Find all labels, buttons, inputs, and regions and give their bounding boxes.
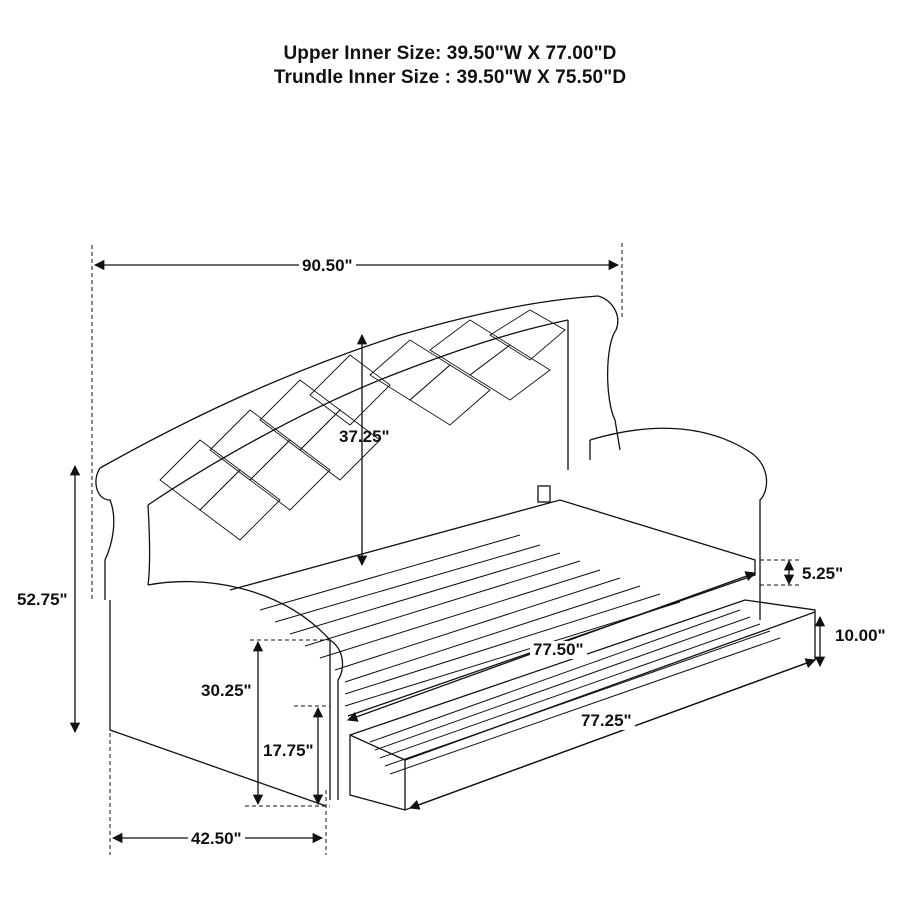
dim-overall-height: 52.75"	[14, 591, 71, 609]
dim-overall-width: 90.50"	[299, 257, 356, 275]
dim-trundle-height: 10.00"	[832, 627, 889, 645]
dim-trundle-length: 77.25"	[578, 712, 635, 730]
dim-rail-height: 5.25"	[799, 565, 847, 583]
trundle-inner-size: Trundle Inner Size : 39.50"W X 75.50"D	[273, 67, 627, 88]
dim-arm-height: 30.25"	[198, 682, 255, 700]
dim-overall-depth: 42.50"	[188, 830, 245, 848]
dim-upper-length: 77.50"	[530, 641, 587, 659]
dim-seat-height: 17.75"	[260, 742, 317, 760]
dim-back-height: 37.25"	[339, 427, 390, 446]
upper-inner-size: Upper Inner Size: 39.50"W X 77.00"D	[283, 43, 617, 64]
